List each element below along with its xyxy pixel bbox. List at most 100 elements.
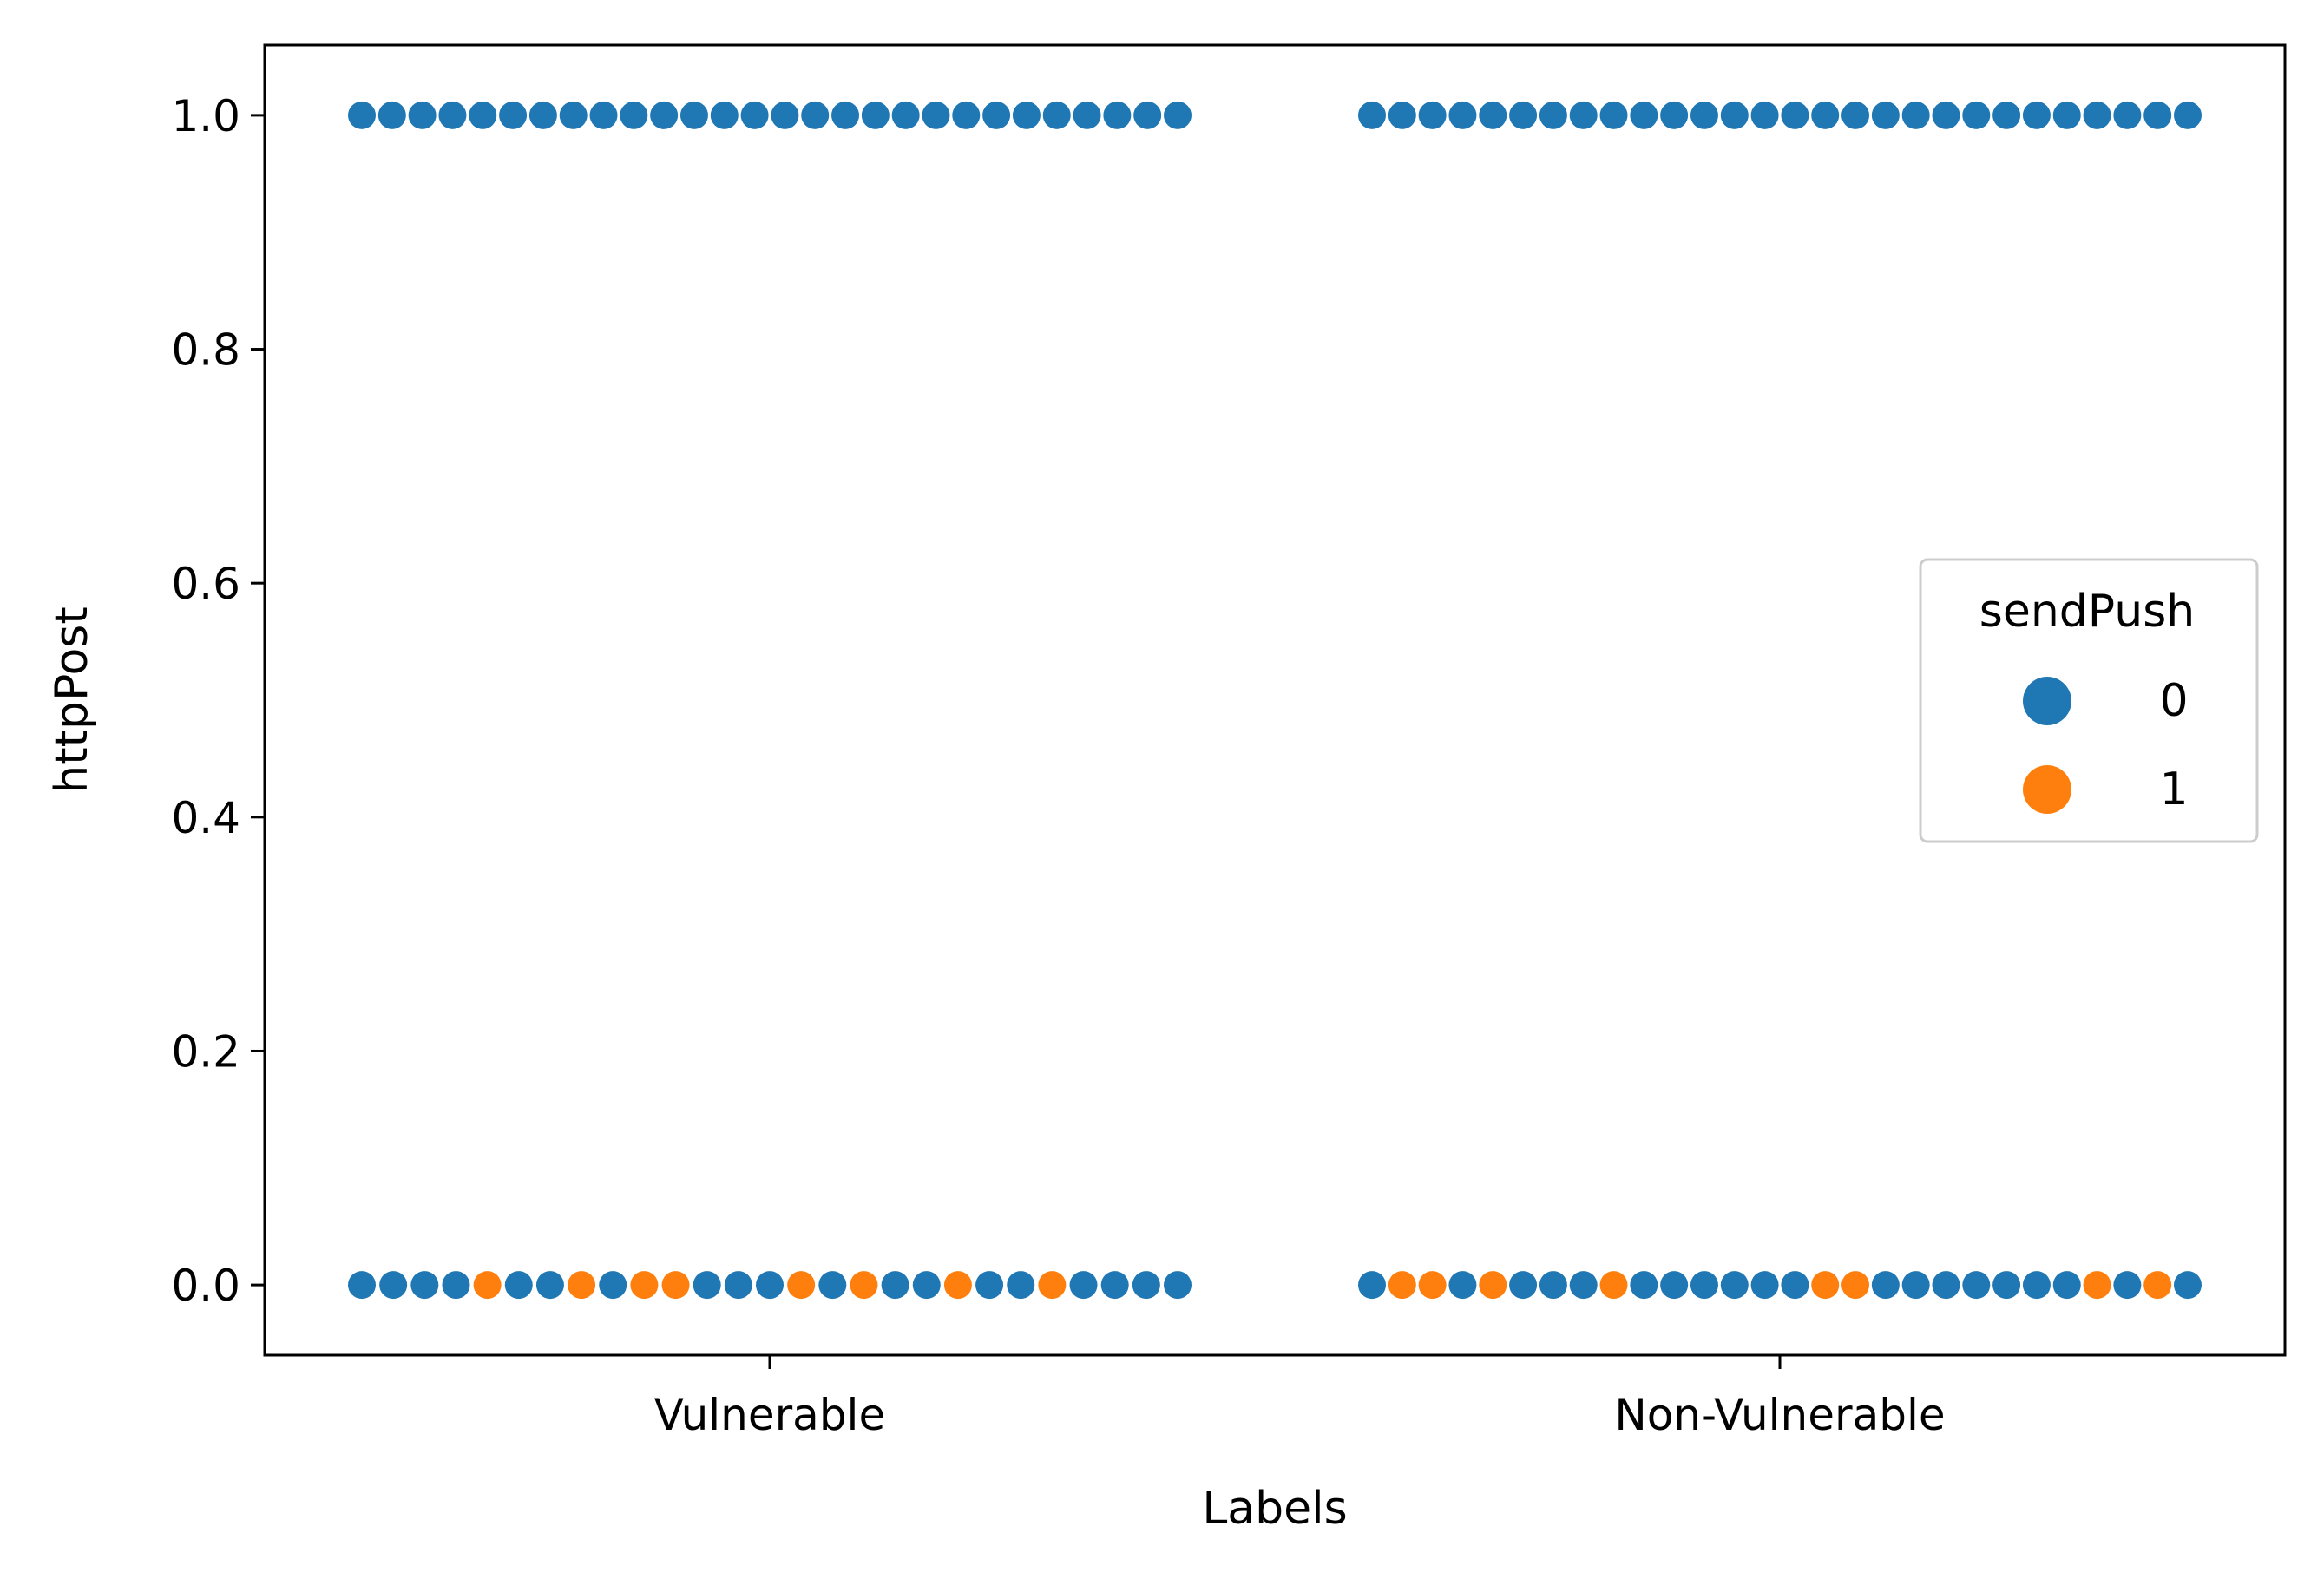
swarm-point (1901, 1271, 1930, 1300)
swarm-point (1509, 101, 1538, 129)
swarm-point (2113, 101, 2142, 129)
swarm-point (943, 1271, 972, 1300)
swarm-point (1012, 101, 1041, 129)
swarm-point (1133, 101, 1162, 129)
swarm-point (1539, 1271, 1567, 1300)
swarm-point (787, 1271, 816, 1300)
swarm-point (1073, 101, 1101, 129)
x-axis-label: Labels (1202, 1483, 1347, 1535)
swarm-point (408, 101, 437, 129)
x-tick-label: Non-Vulnerable (1614, 1390, 1945, 1440)
swarm-point (1871, 101, 1900, 129)
swarm-point (1388, 101, 1416, 129)
swarm-point (504, 1271, 533, 1300)
swarm-point (535, 1271, 564, 1300)
swarm-point (1479, 101, 1507, 129)
swarm-point (1418, 101, 1447, 129)
swarm-point (1841, 1271, 1870, 1300)
swarm-point (1479, 1271, 1507, 1300)
swarm-point (1871, 1271, 1900, 1300)
swarm-point (1811, 1271, 1840, 1300)
swarm-point (818, 1271, 847, 1300)
swarm-point (1901, 101, 1930, 129)
swarm-point (620, 101, 648, 129)
swarm-point (891, 101, 920, 129)
legend-marker-1 (2023, 765, 2071, 814)
legend-title: sendPush (1979, 586, 2196, 638)
swarm-point (499, 101, 528, 129)
swarm-point (1750, 1271, 1779, 1300)
swarm-point (922, 101, 950, 129)
swarm-point (679, 101, 708, 129)
swarm-point (2022, 101, 2051, 129)
legend-marker-0 (2023, 677, 2071, 725)
swarm-point (2174, 101, 2202, 129)
swarm-point (1164, 1271, 1192, 1300)
swarm-point (2113, 1271, 2142, 1300)
y-tick-label: 1.0 (171, 91, 240, 141)
swarm-point (693, 1271, 721, 1300)
swarm-point (2083, 101, 2111, 129)
swarm-point (589, 101, 618, 129)
swarm-point (650, 101, 679, 129)
swarm-point (1038, 1271, 1067, 1300)
swarm-point (528, 101, 557, 129)
swarm-point (952, 101, 981, 129)
swarm-point (599, 1271, 627, 1300)
legend-label-0: 0 (2159, 675, 2188, 727)
y-tick-label: 0.4 (171, 793, 240, 843)
swarm-point (1992, 1271, 2021, 1300)
swarm-point (1599, 1271, 1628, 1300)
swarm-point (568, 1271, 596, 1300)
swarm-point (1690, 1271, 1718, 1300)
legend-box (1919, 558, 2259, 843)
swarm-point (1841, 101, 1870, 129)
y-axis: 0.00.20.40.60.81.0 (171, 91, 265, 1311)
swarm-point (1103, 101, 1132, 129)
swarm-point (1569, 1271, 1598, 1300)
swarm-point (1448, 101, 1477, 129)
swarm-point (1932, 101, 1960, 129)
swarm-point (831, 101, 860, 129)
swarm-point (2052, 1271, 2081, 1300)
points-layer (348, 101, 2202, 1300)
swarm-point (377, 101, 406, 129)
swarm-point (442, 1271, 470, 1300)
swarm-point (1690, 101, 1718, 129)
swarm-point (410, 1271, 439, 1300)
swarm-point (710, 101, 739, 129)
swarm-point (1962, 101, 1991, 129)
swarm-point (2022, 1271, 2051, 1300)
swarm-point (1569, 101, 1598, 129)
swarm-point (1042, 101, 1071, 129)
swarm-point (1781, 1271, 1809, 1300)
swarm-point (1007, 1271, 1035, 1300)
swarm-point (1418, 1271, 1447, 1300)
swarm-point (1448, 1271, 1477, 1300)
y-tick-label: 0.6 (171, 559, 240, 609)
swarm-point (850, 1271, 878, 1300)
swarm-point (559, 101, 588, 129)
swarm-point (2083, 1271, 2111, 1300)
swarm-point (1932, 1271, 1960, 1300)
swarm-point (912, 1271, 941, 1300)
swarm-point (661, 1271, 690, 1300)
legend-label-1: 1 (2159, 763, 2188, 816)
swarm-point (1992, 101, 2021, 129)
swarm-point (1100, 1271, 1129, 1300)
y-axis-label: httpPost (46, 606, 98, 794)
swarm-point (1660, 101, 1689, 129)
y-tick-label: 0.2 (171, 1026, 240, 1077)
swarm-point (2052, 101, 2081, 129)
swarm-point (982, 101, 1011, 129)
swarm-point (975, 1271, 1004, 1300)
y-tick-label: 0.0 (171, 1261, 240, 1311)
swarm-point (861, 101, 890, 129)
swarm-point (1164, 101, 1192, 129)
swarm-point (1630, 1271, 1658, 1300)
swarm-point (740, 101, 769, 129)
swarm-point (724, 1271, 752, 1300)
swarm-point (348, 101, 376, 129)
